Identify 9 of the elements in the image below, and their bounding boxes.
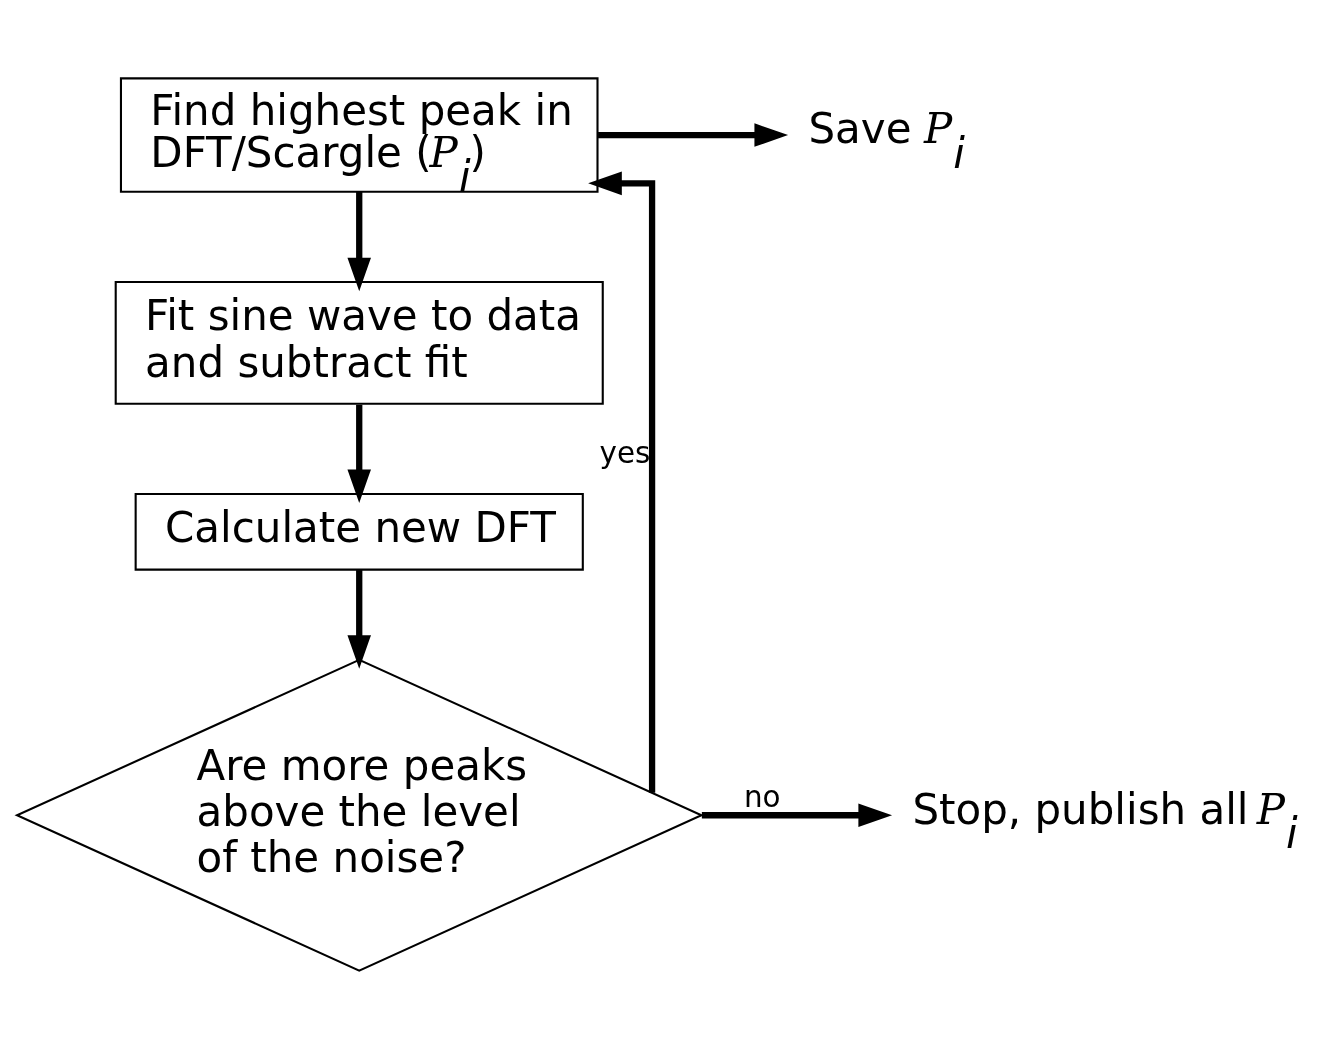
arrow xyxy=(347,404,371,504)
arrow xyxy=(588,171,656,793)
arrow xyxy=(701,803,893,828)
node-diamond: Are more peaks above the level of the noise? xyxy=(14,658,704,972)
arrow xyxy=(347,191,372,292)
node-box: Fit sine wave to data and subtract fit xyxy=(114,280,604,405)
node-box: Calculate new DFT xyxy=(134,493,584,571)
edge-label: yes xyxy=(599,436,651,471)
edge-label: no xyxy=(743,780,781,815)
